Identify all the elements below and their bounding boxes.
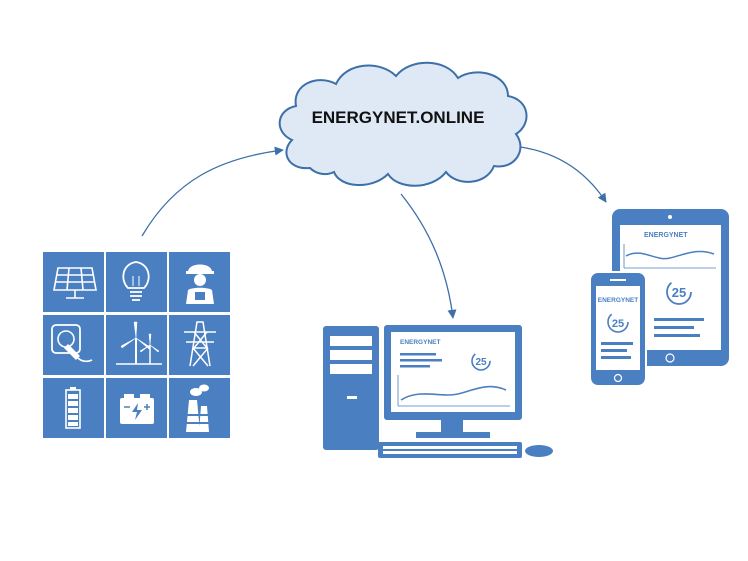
- tablet-chart-curve: [625, 250, 715, 260]
- tile-solar-panel: [43, 252, 104, 312]
- energy-icon-grid: [43, 252, 230, 438]
- phone-brand-label: ENERGYNET: [598, 297, 638, 304]
- tile-power-plant: [169, 378, 230, 438]
- phone-gauge-ring: [607, 311, 629, 333]
- worker-icon: [186, 264, 214, 304]
- tile-power-pylon: [169, 315, 230, 375]
- keyboard: [378, 442, 522, 458]
- mouse: [525, 445, 553, 457]
- cloud: ENERGYNET.ONLINE: [278, 61, 528, 187]
- connection-arrows: [141, 145, 607, 319]
- tile-light-bulb: [106, 252, 167, 312]
- wind-turbine-icon: [116, 321, 162, 365]
- cloud-shape: [278, 61, 528, 187]
- desktop-computer: ENERGYNET 25: [323, 325, 553, 458]
- tablet-gauge-ring: [666, 279, 692, 305]
- desktop-chart-curve: [400, 385, 507, 401]
- tile-worker: [169, 252, 230, 312]
- tile-power-socket: [43, 315, 104, 375]
- power-pylon-icon: [184, 321, 216, 367]
- computer-tower: [323, 326, 379, 450]
- phone-gauge-value: 25: [612, 318, 624, 330]
- arrow-cloud-to-tablet: [511, 145, 607, 203]
- tablet-brand-label: ENERGYNET: [644, 232, 688, 239]
- car-battery-icon: [120, 394, 154, 424]
- phone-device: ENERGYNET 25: [589, 271, 647, 387]
- tablet-gauge-value: 25: [672, 285, 686, 300]
- desktop-brand-label: ENERGYNET: [400, 339, 440, 346]
- solar-panel-icon: [53, 267, 97, 299]
- power-plant-icon: [186, 384, 210, 432]
- power-socket-icon: [51, 324, 93, 363]
- cloud-label: ENERGYNET.ONLINE: [312, 108, 485, 127]
- battery-icon: [65, 387, 81, 429]
- arrow-cloud-to-desktop: [400, 193, 457, 319]
- desktop-gauge-ring: [471, 351, 491, 371]
- arrow-tiles-to-cloud: [141, 146, 284, 237]
- light-bulb-icon: [122, 261, 150, 301]
- computer-monitor: ENERGYNET 25: [384, 325, 522, 438]
- tile-car-battery: [106, 378, 167, 438]
- tile-battery: [43, 378, 104, 438]
- tile-wind-turbine: [106, 315, 167, 375]
- desktop-gauge-value: 25: [475, 357, 487, 368]
